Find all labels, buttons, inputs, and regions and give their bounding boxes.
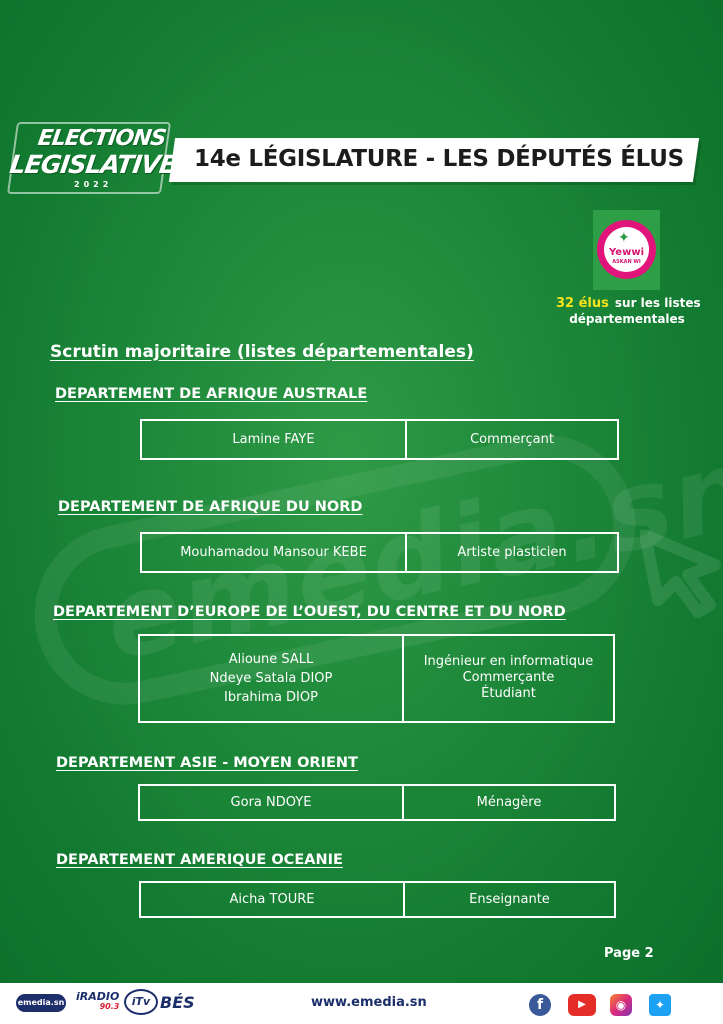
bes-logo[interactable]: BÉS [160, 993, 195, 1012]
youtube-icon[interactable]: ▶ [568, 994, 596, 1016]
website-link[interactable]: www.emedia.sn [311, 995, 427, 1010]
department-heading: DEPARTEMENT D’EUROPE DE L’OUEST, DU CENT… [53, 604, 566, 620]
deputy-names: Gora NDOYE [140, 786, 404, 819]
deputy-row: Mouhamadou Mansour KEBE Artiste plastici… [140, 532, 619, 573]
logo-year: 2022 [74, 180, 113, 189]
deputy-row: Gora NDOYE Ménagère [138, 784, 616, 821]
bird-icon: ✦ [618, 230, 630, 246]
itv-logo[interactable]: iTv [124, 989, 158, 1015]
deputy-jobs: Ingénieur en informatique Commerçante Ét… [404, 636, 613, 721]
footer: emedia.sn iRADIO 90.3 iTv BÉS www.emedia… [0, 983, 723, 1024]
deputy-name: Lamine FAYE [232, 432, 315, 447]
logo-line1: ELECTIONS [36, 126, 168, 151]
deputy-job: Artiste plasticien [457, 545, 567, 560]
deputy-names: Aicha TOURE [141, 883, 405, 916]
party-logo-inner: ✦ Yewwi ASKAN WI [604, 227, 649, 272]
department-heading: DEPARTEMENT AMERIQUE OCEANIE [56, 852, 343, 868]
deputy-name: Alioune SALL [228, 652, 314, 667]
iradio-frequency: 90.3 [99, 1002, 120, 1011]
deputy-row: Lamine FAYE Commerçant [140, 419, 619, 460]
party-logo-circle: ✦ Yewwi ASKAN WI [597, 220, 656, 279]
cursor-arrow-icon [640, 530, 721, 618]
deputy-job: Ménagère [476, 795, 542, 810]
deputy-names: Alioune SALL Ndeye Satala DIOP Ibrahima … [140, 636, 404, 721]
deputy-row: Aicha TOURE Enseignante [139, 881, 616, 918]
emedia-logo[interactable]: emedia.sn [16, 994, 66, 1012]
deputy-jobs: Commerçant [407, 421, 617, 458]
deputy-job: Ingénieur en informatique [423, 654, 594, 669]
department-heading: DEPARTEMENT DE AFRIQUE AUSTRALE [55, 386, 368, 402]
deputy-job: Enseignante [469, 892, 550, 907]
page-title: 14e LÉGISLATURE - LES DÉPUTÉS ÉLUS [194, 146, 684, 172]
iradio-logo[interactable]: iRADIO 90.3 [76, 990, 120, 1012]
elus-summary: 32 élus sur les listes [556, 296, 702, 311]
instagram-icon[interactable]: ◉ [610, 994, 632, 1016]
logo-line2: LEGISLATIVES [7, 150, 195, 179]
elections-logo: ELECTIONS LEGISLATIVES 2022 [6, 118, 195, 198]
elus-count: 32 élus [556, 296, 609, 311]
deputy-jobs: Enseignante [405, 883, 614, 916]
department-heading: DEPARTEMENT ASIE - MOYEN ORIENT [56, 755, 358, 771]
page-number: Page 2 [604, 946, 654, 961]
party-name-line2: ASKAN WI [612, 259, 641, 265]
facebook-icon[interactable]: f [529, 994, 551, 1016]
deputy-job: Étudiant [481, 686, 536, 701]
deputy-job: Commerçante [462, 670, 555, 685]
deputy-job: Commerçant [470, 432, 554, 447]
deputy-name: Ndeye Satala DIOP [209, 671, 333, 686]
iradio-logo-text: iRADIO [76, 990, 120, 1003]
deputy-name: Ibrahima DIOP [224, 690, 318, 705]
section-title: Scrutin majoritaire (listes départementa… [50, 342, 474, 362]
deputy-name: Gora NDOYE [230, 795, 312, 810]
deputy-jobs: Ménagère [404, 786, 614, 819]
deputy-names: Mouhamadou Mansour KEBE [142, 534, 407, 571]
deputy-name: Mouhamadou Mansour KEBE [180, 545, 367, 560]
elus-text-2: départementales [569, 312, 685, 326]
elus-text-1: sur les listes [614, 296, 701, 310]
deputy-jobs: Artiste plasticien [407, 534, 617, 571]
deputy-names: Lamine FAYE [142, 421, 407, 458]
deputy-row: Alioune SALL Ndeye Satala DIOP Ibrahima … [138, 634, 615, 723]
twitter-icon[interactable]: ✦ [649, 994, 671, 1016]
deputy-name: Aicha TOURE [229, 892, 315, 907]
party-name-line1: Yewwi [608, 247, 644, 258]
party-logo: ✦ Yewwi ASKAN WI [593, 210, 660, 290]
department-heading: DEPARTEMENT DE AFRIQUE DU NORD [58, 499, 363, 515]
